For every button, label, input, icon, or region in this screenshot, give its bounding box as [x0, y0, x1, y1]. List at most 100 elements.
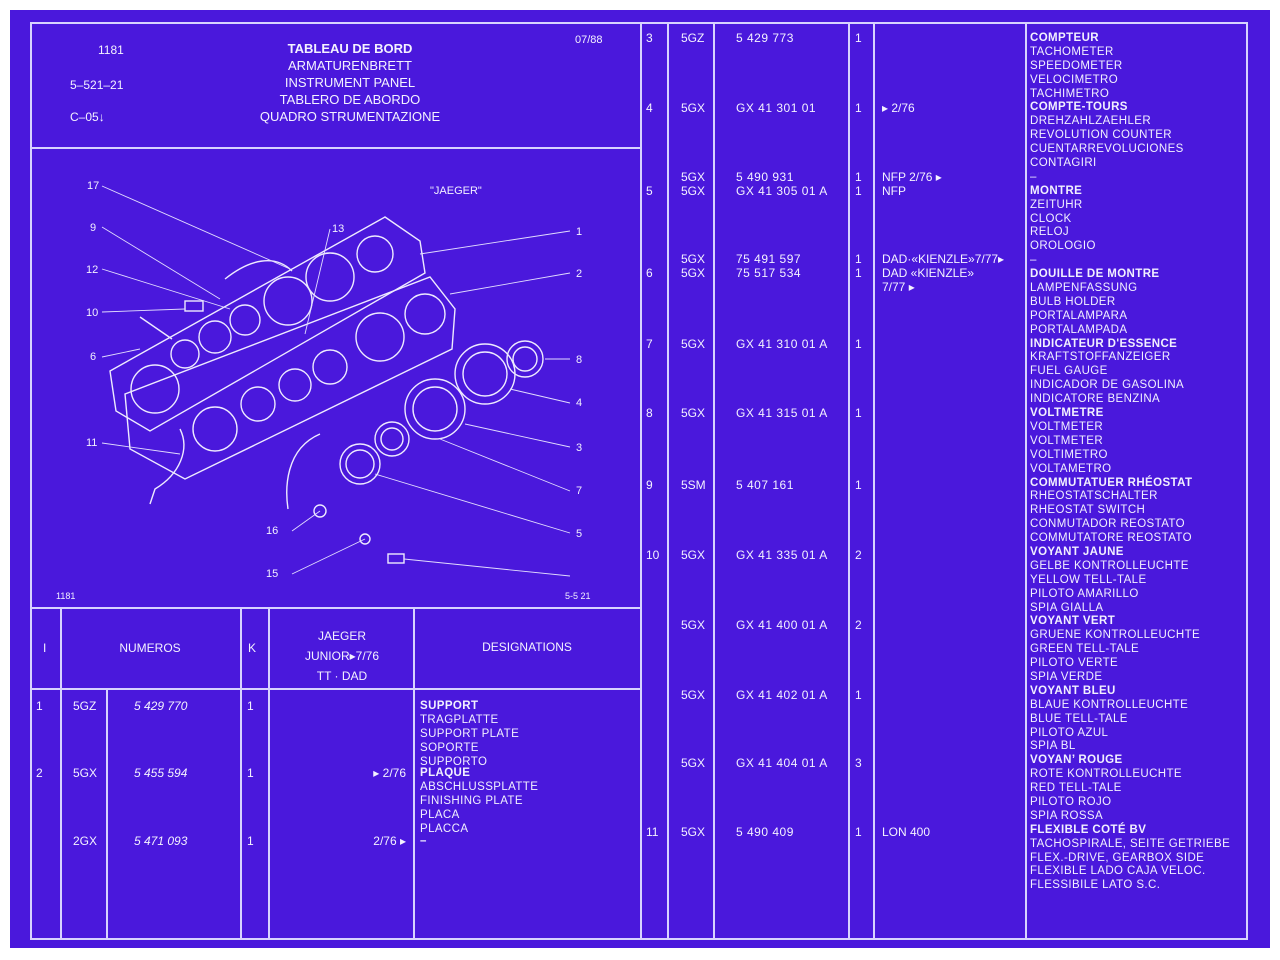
designation-line: VOYANT BLEU: [1030, 684, 1116, 697]
back-hole: [170, 339, 200, 369]
row-note: LON 400: [882, 825, 931, 839]
designation-line: VOLTMETER: [1030, 420, 1104, 433]
designation-line: PORTALAMPARA: [1030, 309, 1128, 322]
back-hole: [229, 304, 261, 336]
screw: [139, 316, 173, 340]
gauge: [404, 378, 466, 440]
callout-2: 2: [576, 268, 582, 280]
row-index: 2: [36, 766, 43, 780]
callout-6: 6: [90, 351, 96, 363]
wire: [286, 433, 321, 510]
row-part-number: GX 41 402 01 A: [736, 688, 828, 702]
row-qty: 1: [247, 766, 254, 780]
bolt: [387, 553, 405, 564]
row-qty: 1: [855, 406, 862, 420]
designation-line: SUPPORTO: [420, 755, 488, 768]
row-qty: 1: [855, 252, 862, 266]
washer: [359, 533, 371, 545]
col-k-line: [240, 607, 242, 940]
title-fr: TABLEAU DE BORD: [287, 41, 413, 56]
row-part-number: 5 429 770: [134, 699, 188, 713]
header-divider: [30, 147, 640, 149]
designation-line: BLAUE KONTROLLEUCHTE: [1030, 698, 1189, 711]
designation-line: PILOTO AZUL: [1030, 726, 1109, 739]
row-part-number: 5 429 773: [736, 31, 794, 45]
designation-line: DOUILLE DE MONTRE: [1030, 268, 1160, 281]
callout-1: 1: [576, 226, 582, 238]
designation-line: PILOTO ROJO: [1030, 795, 1112, 808]
gauge-face: [412, 386, 458, 432]
designation-line: BULB HOLDER: [1030, 295, 1116, 308]
col-desig-line: [413, 607, 415, 940]
designation-line: TACHOMETER: [1030, 45, 1114, 58]
diagram-ref-left: 1181: [56, 591, 75, 601]
title-it: QUADRO STRUMENTAZIONE: [259, 109, 441, 124]
header-code: 5–521–21: [70, 78, 124, 92]
row-index: 10: [646, 548, 660, 562]
designation-line: TACHOSPIRALE, SEITE GETRIEBE: [1030, 837, 1231, 850]
row-prefix: 5GX: [681, 548, 706, 562]
row-note: ▸ 2/76: [882, 101, 915, 115]
row-prefix: 5GX: [73, 766, 98, 780]
header-page: C–05↓: [70, 110, 105, 124]
row-part-number: 5 407 161: [736, 478, 794, 492]
designation-line: SPIA VERDE: [1030, 670, 1103, 683]
rcol-app-line: [873, 22, 875, 940]
designation-line: BLUE TELL-TALE: [1030, 712, 1128, 725]
callout-9: 9: [90, 222, 96, 234]
designation-line: RHEOSTATSCHALTER: [1030, 490, 1158, 503]
rcol-prefix-line: [667, 22, 669, 940]
designation-line: REVOLUTION COUNTER: [1030, 129, 1173, 142]
row-note: NFP 2/76 ▸: [882, 170, 942, 184]
bulb-holder-wire: [224, 260, 293, 280]
row-qty: 1: [855, 31, 862, 45]
designation-line: CONTAGIRI: [1030, 157, 1097, 170]
row-prefix: 5GX: [681, 337, 706, 351]
row-part-number: GX 41 400 01 A: [736, 618, 828, 632]
col-header-k: K: [248, 641, 257, 655]
designation-line: COMMUTATORE REOSTATO: [1030, 532, 1192, 545]
designation-line: PLACA: [420, 808, 460, 821]
gauge: [506, 340, 544, 378]
instrument-panel-diagram: "JAEGER" 17 9 12 10 6 11 13 1 2 8 4 3 7 …: [56, 180, 591, 601]
gauge-face: [380, 427, 404, 451]
row-part-number: 5 490 409: [736, 825, 794, 839]
row-index: 4: [646, 101, 653, 115]
row-part-number: GX 41 310 01 A: [736, 337, 828, 351]
designation-line: GRUENE KONTROLLEUCHTE: [1030, 629, 1201, 642]
row-part-number: 5 471 093: [134, 834, 188, 848]
diagram-divider: [30, 607, 640, 609]
col-header-app-1: JAEGER: [317, 629, 366, 643]
designation-line: INDICATEUR D'ESSENCE: [1030, 337, 1178, 350]
row-qty: 1: [855, 170, 862, 184]
row-prefix: 5GX: [681, 756, 706, 770]
designation-line: FLEXIBLE COTÉ BV: [1030, 823, 1147, 836]
rcol-number-line: [713, 22, 715, 940]
row-prefix: 5GX: [681, 406, 706, 420]
col-header-designations: DESIGNATIONS: [482, 640, 572, 654]
designation-line: SPIA BL: [1030, 740, 1076, 753]
designation-line: SPIA ROSSA: [1030, 809, 1104, 822]
designation-line: VOLTMETRE: [1030, 407, 1104, 420]
title-de: ARMATURENBRETT: [288, 58, 412, 73]
front-hole: [404, 293, 446, 335]
designation-line: DREHZAHLZAEHLER: [1030, 115, 1152, 128]
callout-8: 8: [576, 354, 582, 366]
table-header-divider: [30, 688, 640, 690]
designation-line: RED TELL-TALE: [1030, 782, 1122, 795]
designation-line: –: [420, 835, 427, 847]
callout-5: 5: [576, 528, 582, 540]
row-index: 5: [646, 184, 653, 198]
row-prefix: 5GX: [681, 252, 706, 266]
gauge: [374, 421, 410, 457]
designation-line: VOYAN’ ROUGE: [1030, 754, 1123, 767]
front-hole: [312, 349, 348, 385]
row-index: 6: [646, 266, 653, 280]
designation-line: TACHIMETRO: [1030, 87, 1110, 100]
header-titles: TABLEAU DE BORD ARMATURENBRETT INSTRUMEN…: [230, 40, 470, 125]
callout-10: 10: [86, 307, 98, 319]
gauge-face: [462, 351, 508, 397]
row-part-number: 75 491 597: [736, 252, 802, 266]
col-prefix-line: [106, 688, 108, 940]
